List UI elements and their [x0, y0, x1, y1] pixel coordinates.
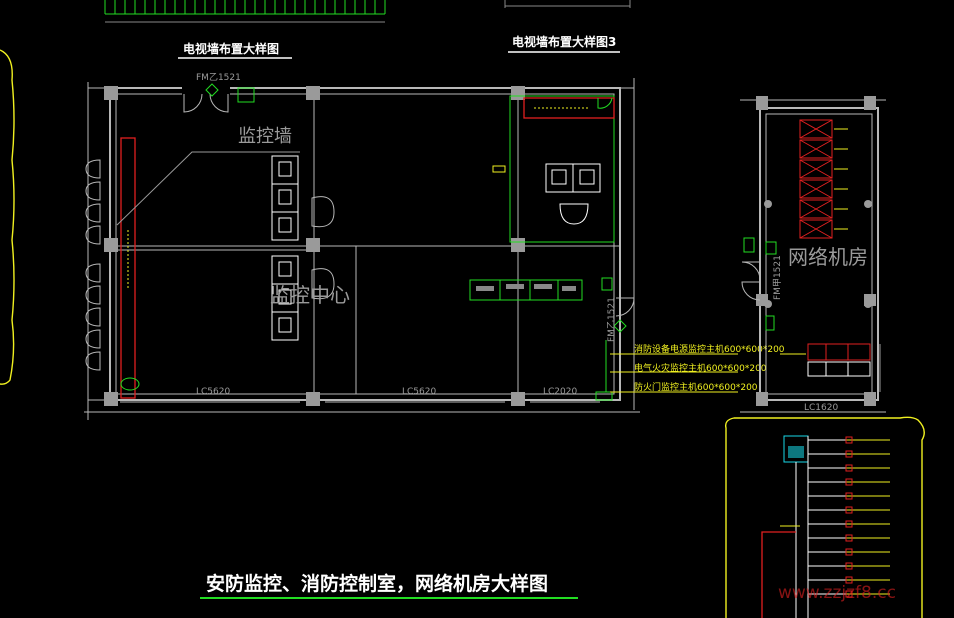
door-label-right: FM甲1521 [772, 255, 783, 300]
window-label-2: LC5620 [402, 387, 436, 397]
cabinet-callouts: 消防设备电源监控主机600*600*200 电气火灾监控主机600*600*20… [610, 343, 785, 393]
network-room-label: 网络机房 [788, 245, 868, 269]
monitor-wall-label: 监控墙 [238, 126, 292, 147]
monitor-wall-leader [116, 151, 300, 226]
revision-cloud-left [0, 49, 15, 385]
chairs-left [85, 159, 101, 371]
door-top [182, 83, 255, 113]
equipment-console-row [469, 279, 583, 301]
floor-plan-main [84, 78, 640, 420]
window-label-4: LC1620 [804, 403, 838, 413]
door-label-mid: FM乙1521 [606, 297, 617, 342]
tv-wall-title-right: 电视墙布置大样图3 [512, 34, 616, 49]
tv-wall-elevation-fragment [104, 0, 631, 23]
tv-wall-room-3 [492, 95, 615, 243]
window-label-3: LC2020 [543, 387, 577, 397]
main-title: 安防监控、消防控制室，网络机房大样图 [206, 572, 548, 595]
cabinet-label-3: 防火门监控主机600*600*200 [634, 381, 758, 393]
door-mid [595, 277, 635, 401]
console-desks [271, 155, 335, 341]
cabinet-label-1: 消防设备电源监控主机600*600*200 [634, 343, 785, 355]
network-room [740, 96, 886, 413]
cabinet-label-2: 电气火灾监控主机600*600*200 [634, 362, 767, 374]
watermark: www.zzjzf8.cc [778, 583, 896, 603]
monitor-center-label: 监控中心 [270, 283, 350, 307]
riser-schematic [724, 416, 925, 618]
window-label-1: LC5620 [196, 387, 230, 397]
tv-wall-strip [120, 137, 136, 399]
door-label-top: FM乙1521 [196, 72, 241, 83]
tv-wall-title-left: 电视墙布置大样图 [183, 41, 279, 56]
